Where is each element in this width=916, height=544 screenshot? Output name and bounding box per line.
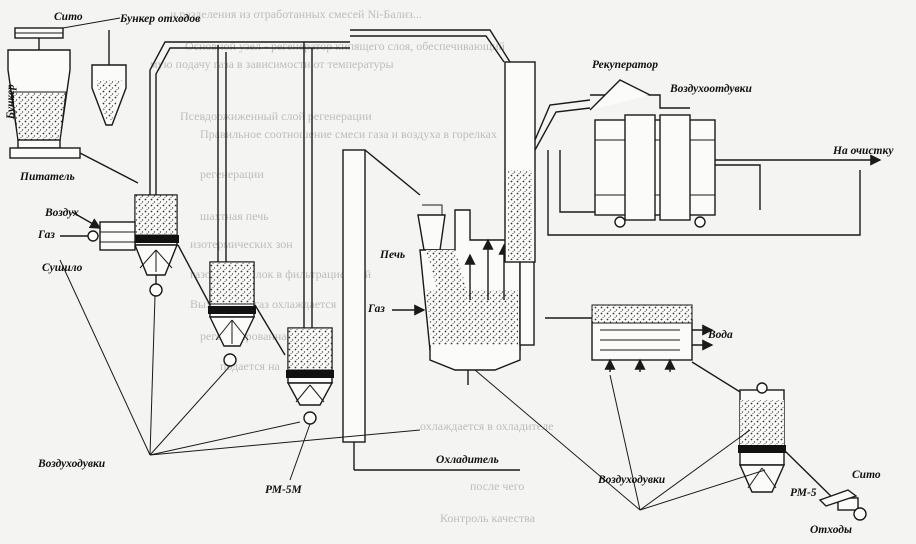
label-rm5m: РМ-5М [265,484,302,496]
label-blowers-left: Воздуходувки [38,458,106,470]
label-air: Воздух [45,207,79,219]
label-waste-hopper: Бункер отходов [120,13,201,25]
bg-text-line: после чего [470,479,525,493]
main-hopper [7,38,71,141]
cooler-column [342,149,475,471]
water-cooler [545,304,746,396]
label-to-cleaning: На очистку [833,145,894,157]
label-water: Вода [708,329,733,341]
label-sieve-top: Сито [54,11,83,23]
dryer [60,41,350,297]
cooler-one [208,45,256,367]
label-gas-furnace: Газ [368,303,385,315]
blower-lines-left [59,259,421,481]
label-furnace: Печь [380,249,406,261]
cooler-two [286,42,334,425]
bg-text-line: регенерации [200,167,264,181]
label-dryer: Сушило [42,262,83,274]
label-sieve-right: Сито [852,469,881,481]
bg-text-line: Контроль качества [440,511,536,525]
bg-text-line: изотермических зон [190,237,293,251]
bg-text-line: мую подачу газа в зависимости от темпера… [150,57,394,71]
feeder [9,139,139,184]
label-recuperator: Рекуператор [592,59,658,71]
recuperator [504,61,591,263]
blower-lines-right [474,369,766,511]
furnace [392,204,535,385]
label-cooler: Охладитель [436,454,499,466]
air-blower-unit [547,79,882,236]
label-waste: Отходы [810,524,852,536]
label-gas-left: Газ [38,229,55,241]
label-feeder: Питатель [20,171,75,183]
bg-text-line: и разделения из отработанных смесей Ni-Б… [170,7,422,21]
cooler-rm5 [738,382,867,521]
bg-text-line: Основной узел - регенератор кипящего сло… [185,39,505,53]
label-blowers-right: Воздуходувки [598,474,666,486]
label-rm5: РМ-5 [790,487,817,499]
label-hopper: Бункер [4,84,17,120]
bg-text-line: Правильное соотношение смеси газа и возд… [200,127,497,141]
bg-text-line: шахтная печь [200,209,269,223]
waste-hopper [91,30,127,126]
bg-text-line: Псевдоожиженный слой регенерации [180,109,372,123]
bg-text-line: охлаждается в охладителе [420,419,554,433]
label-air-blowers-top: Воздухоотдувки [670,83,752,95]
